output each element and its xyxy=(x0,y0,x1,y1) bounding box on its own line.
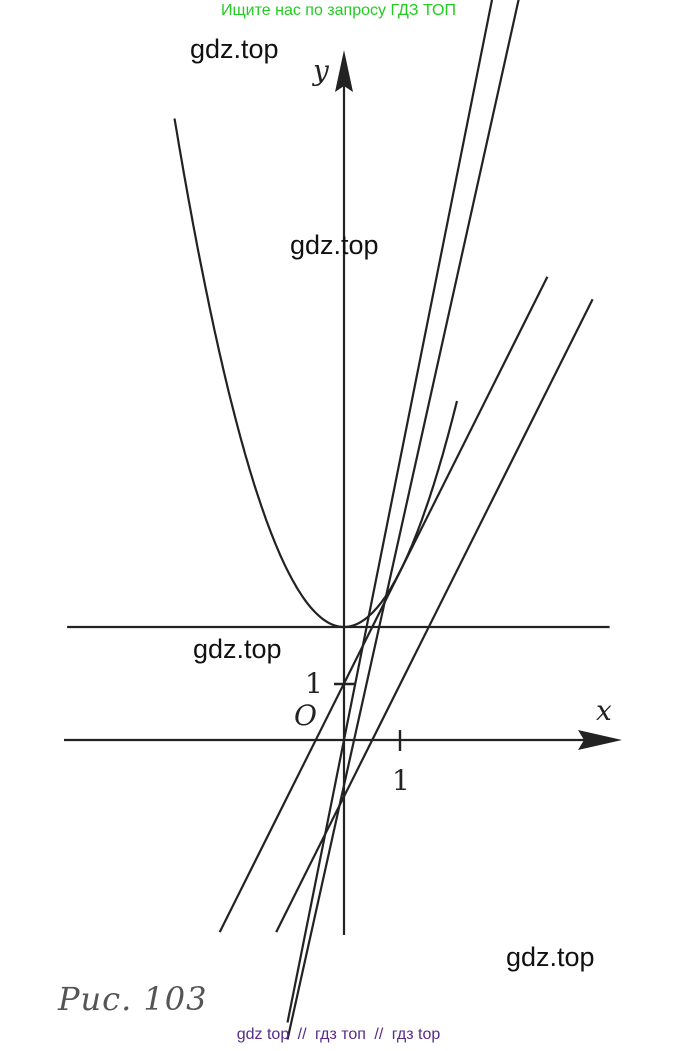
footer-separator: // xyxy=(374,1026,384,1043)
line-5 xyxy=(286,0,520,1040)
figure-caption: Рис. 103 xyxy=(58,980,208,1018)
search-banner: Ищите нас по запросу ГДЗ ТОП xyxy=(221,2,456,19)
y-axis-arrow xyxy=(335,50,353,92)
x-tick-label: 1 xyxy=(392,764,410,797)
y-axis-label: y xyxy=(311,54,330,87)
axes: x y O 1 1 xyxy=(64,50,622,935)
watermark: gdz.top xyxy=(190,34,279,64)
x-axis-label: x xyxy=(596,694,612,727)
parabola-curve xyxy=(173,118,459,629)
x-axis-arrow xyxy=(578,730,622,750)
watermark: gdz.top xyxy=(290,230,379,260)
watermark: gdz.top xyxy=(193,634,282,664)
footer-links: gdz top // гдз топ // гдз top xyxy=(0,1026,677,1044)
footer-link[interactable]: gdz top xyxy=(236,1026,290,1043)
plot-curves xyxy=(67,0,610,1040)
watermark: gdz.top xyxy=(506,942,595,972)
footer-link[interactable]: гдз top xyxy=(391,1026,441,1043)
origin-label: O xyxy=(294,699,317,732)
footer-link[interactable]: гдз топ xyxy=(315,1026,366,1043)
y-tick-label: 1 xyxy=(305,667,323,700)
line-2 xyxy=(286,0,494,1023)
line-4 xyxy=(275,298,594,933)
footer-separator: // xyxy=(297,1026,307,1043)
